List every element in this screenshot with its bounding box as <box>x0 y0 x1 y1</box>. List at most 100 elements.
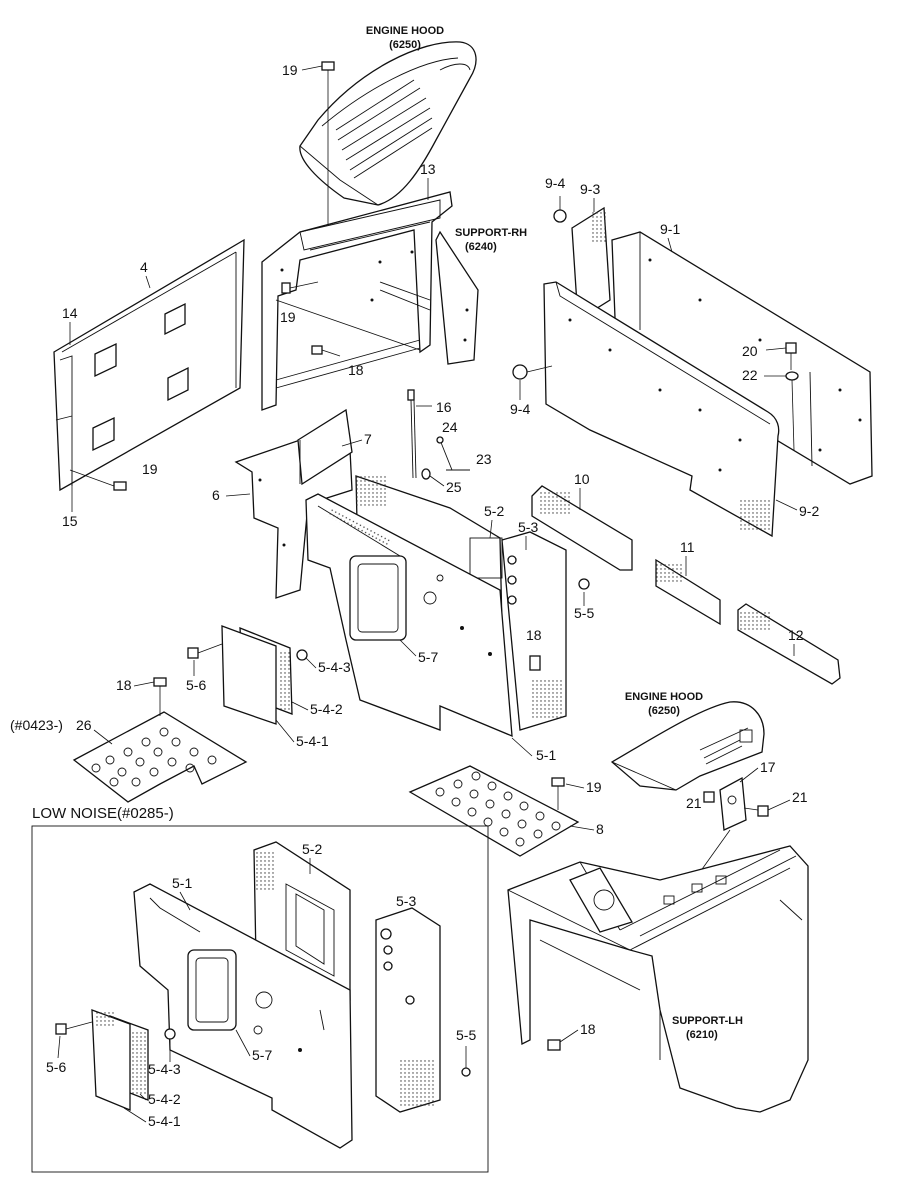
callout-6: 6 <box>212 487 220 503</box>
support-rh-label: SUPPORT-RH <box>455 227 527 239</box>
inset-callout-5-7: 5-7 <box>252 1047 272 1063</box>
nut-5-5 <box>578 578 590 590</box>
callout-5-5: 5-5 <box>574 605 594 621</box>
inset-callout-5-4-2: 5-4-2 <box>148 1091 181 1107</box>
callout-9-4-a: 9-4 <box>545 175 565 191</box>
floor-mat-26 <box>72 711 248 803</box>
callout-7: 7 <box>364 431 372 447</box>
inset-callout-5-4-1: 5-4-1 <box>148 1113 181 1129</box>
support-lh-frame <box>507 845 809 1113</box>
inset-callout-5-6: 5-6 <box>46 1059 66 1075</box>
support-rh-frame <box>261 191 479 411</box>
inset-callout-5-2: 5-2 <box>302 841 322 857</box>
bolt-18-panel <box>529 655 541 671</box>
inset-door-5-4-1 <box>91 1009 131 1111</box>
plate-12 <box>737 603 841 685</box>
callout-5-6: 5-6 <box>186 677 206 693</box>
support-lh-code: (6210) <box>686 1029 718 1041</box>
engine-hood-top-code: (6250) <box>389 39 421 51</box>
hinge-bracket-17 <box>719 776 747 831</box>
callout-23: 23 <box>476 451 492 467</box>
callout-20: 20 <box>742 343 758 359</box>
inset-panel-5-1 <box>133 883 353 1149</box>
support-rh-code: (6240) <box>465 241 497 253</box>
callout-9-4-b: 9-4 <box>510 401 530 417</box>
panel-5-3 <box>501 531 567 731</box>
panel-7 <box>297 408 353 486</box>
bolt-18-lh <box>547 1039 561 1051</box>
callout-8: 8 <box>596 821 604 837</box>
low-noise-inset-frame <box>31 825 489 1173</box>
callout-18-d: 18 <box>580 1021 596 1037</box>
engine-hood-right-label: ENGINE HOOD <box>625 691 703 703</box>
low-noise-title: LOW NOISE(#0285-) <box>32 805 174 822</box>
callout-9-3: 9-3 <box>580 181 600 197</box>
callout-18-a: 18 <box>348 362 364 378</box>
support-lh-label: SUPPORT-LH <box>672 1015 743 1027</box>
callout-5-3: 5-3 <box>518 519 538 535</box>
callout-21-b: 21 <box>792 789 808 805</box>
callout-19-d: 19 <box>586 779 602 795</box>
inset-callout-5-4-3: 5-4-3 <box>148 1061 181 1077</box>
callout-18-c: 18 <box>116 677 132 693</box>
bolt-18-frame <box>311 345 341 357</box>
inset-nut-5-4-3 <box>164 1028 176 1062</box>
door-5-4-1 <box>221 625 277 725</box>
engine-hood-right-code: (6250) <box>648 705 680 717</box>
callout-17: 17 <box>760 759 776 775</box>
engine-hood-top-label: ENGINE HOOD <box>366 25 444 37</box>
floor-mat-8 <box>408 765 580 857</box>
nut-9-4-left <box>512 364 553 380</box>
panel-5-1 <box>305 493 513 738</box>
plate-11 <box>655 558 721 626</box>
bolt-21-right <box>743 805 769 817</box>
callout-4: 4 <box>140 259 148 275</box>
callout-21-a: 21 <box>686 795 702 811</box>
inset-callout-5-1: 5-1 <box>172 875 192 891</box>
callout-10: 10 <box>574 471 590 487</box>
callout-9-2: 9-2 <box>799 503 819 519</box>
panel-9-2 <box>543 281 780 538</box>
callout-15: 15 <box>62 513 78 529</box>
bolt-19-left <box>69 469 127 491</box>
inset-nut-5-5 <box>461 1046 471 1077</box>
nut-5-4-3 <box>296 649 308 661</box>
inset-panel-5-3 <box>375 907 441 1113</box>
plate-10 <box>531 485 633 571</box>
callout-5-4-2: 5-4-2 <box>310 701 343 717</box>
callout-5-4-1: 5-4-1 <box>296 733 329 749</box>
panel-9-3 <box>571 206 611 322</box>
engine-hood-right <box>610 701 765 791</box>
hood-louvers <box>335 79 433 179</box>
bolt-19-mat <box>551 777 565 810</box>
callout-11: 11 <box>680 539 695 555</box>
engine-hood-top <box>299 41 477 206</box>
callout-5-2: 5-2 <box>484 503 504 519</box>
inset-callout-5-5: 5-5 <box>456 1027 476 1043</box>
bolt-5-6 <box>187 643 223 659</box>
callout-5-4-3: 5-4-3 <box>318 659 351 675</box>
control-grid <box>569 867 633 933</box>
callout-19-a: 19 <box>282 62 298 78</box>
bolt-18-mat <box>153 677 167 716</box>
inset-callout-5-3: 5-3 <box>396 893 416 909</box>
bolt-19-frame <box>281 281 319 294</box>
inset-bolt-5-6 <box>55 1021 93 1035</box>
inset-seal-5-7 <box>187 949 237 1031</box>
callout-19-b: 19 <box>280 309 296 325</box>
serial-range-26: (#0423-) <box>10 717 63 733</box>
seal-5-7 <box>349 555 407 641</box>
callout-26: 26 <box>76 717 92 733</box>
callout-16: 16 <box>436 399 452 415</box>
cover-panel-4 <box>53 238 245 492</box>
callout-14: 14 <box>62 305 78 321</box>
callout-22: 22 <box>742 367 758 383</box>
callout-5-7: 5-7 <box>418 649 438 665</box>
callout-5-1: 5-1 <box>536 747 556 763</box>
bolt-21-left <box>703 791 715 803</box>
nut-9-4-top <box>553 196 567 223</box>
callout-18-b: 18 <box>526 627 542 643</box>
callout-9-1: 9-1 <box>660 221 680 237</box>
pin-24 <box>436 436 453 471</box>
